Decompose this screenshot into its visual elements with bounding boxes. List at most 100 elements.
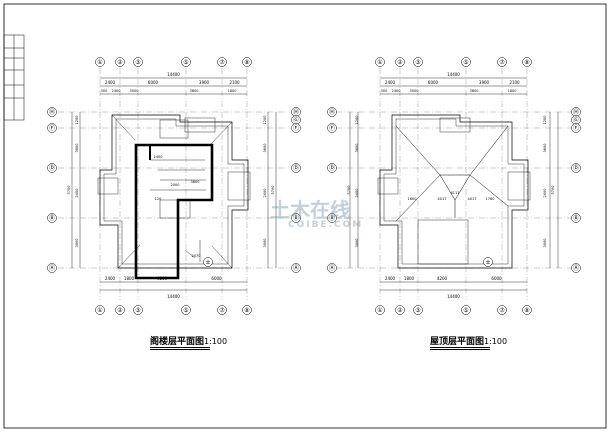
right-axis-left-2-bubble (327, 163, 337, 173)
right-dim-left-3: 3000 (355, 239, 359, 248)
right-axis-left-3: Ⓑ (329, 214, 335, 222)
left-axis-top-4: ⑦ (219, 59, 225, 66)
left-axis-left-0-bubble (47, 107, 57, 117)
left-dim-left-3: 3000 (75, 239, 79, 248)
right-dim-top-sub-2: 3000 (410, 89, 419, 93)
left-dim-top-seg-2: 3900 (199, 80, 210, 85)
right-dim-left-0: 5700 (347, 186, 351, 195)
right-note-1: 4017 (438, 197, 447, 201)
right-axis-top-5-bubble (522, 57, 532, 67)
left-dim-left-2: 2400 (75, 189, 79, 198)
right-dim-top-sub-1: 2400 (392, 89, 401, 93)
right-axis-top-3: ⑤ (463, 59, 468, 66)
right-axis-top-1: ② (397, 59, 403, 66)
left-dim-right-3: 3000 (263, 239, 267, 248)
left-axis-left-1: Ⓕ (49, 124, 55, 132)
left-dim-bottom-seg-2: 4200 (157, 276, 168, 281)
right-note-3: 4017 (468, 197, 477, 201)
right-axis-right-4: Ⓑ (573, 214, 579, 222)
left-axis-bottom-0: ① (97, 307, 102, 314)
title-block (3, 34, 25, 121)
right-axis-top-4-bubble (497, 57, 507, 67)
left-axis-bottom-5-bubble (242, 305, 252, 315)
left-axis-right-4-bubble (291, 213, 301, 223)
right-dim-left-2: 2400 (355, 189, 359, 198)
right-axis-bottom-0-bubble (375, 305, 385, 315)
left-axis-right-4: Ⓑ (293, 214, 299, 222)
right-axis-right-1: Ⓖ (573, 116, 579, 124)
right-axis-top-5: ⑧ (524, 59, 529, 66)
left-axis-bottom-3: ⑤ (183, 307, 188, 314)
left-axis-bottom-4-bubble (217, 305, 227, 315)
right-axis-bottom-4: ⑦ (499, 307, 505, 314)
right-axis-bottom-3: ⑤ (463, 307, 468, 314)
sheet-frame (3, 3, 607, 429)
right-axis-left-3-bubble (327, 213, 337, 223)
right-axis-top-4: ⑦ (499, 59, 505, 66)
right-axis-right-0: Ⓗ (573, 108, 579, 116)
left-axis-left-4-bubble (47, 263, 57, 273)
right-dim-top-seg-0: 2400 (385, 80, 396, 85)
left-axis-top-3-bubble (181, 57, 191, 67)
left-axis-left-2: Ⓓ (49, 164, 55, 172)
right-axis-left-4-bubble (327, 263, 337, 273)
right-plan-title: 屋顶层平面图1:100 (430, 334, 507, 347)
left-note-1: 2000 (171, 183, 180, 187)
left-axis-right-5-bubble (291, 263, 301, 273)
right-level-marker-bubble (483, 257, 493, 267)
right-axis-top-2-bubble (413, 57, 423, 67)
right-axis-top-2: ③ (415, 59, 420, 66)
left-dim-right-2: 2400 (263, 189, 267, 198)
left-dim-bottom-seg-0: 2400 (105, 276, 116, 281)
left-dim-overall-bottom: 14400 (167, 294, 180, 299)
left-note-4: 2070 (192, 254, 201, 258)
left-level-marker-bubble (203, 257, 213, 267)
right-axis-bottom-1-bubble (395, 305, 405, 315)
dimension-lines-left (71, 77, 277, 291)
left-axis-top-4-bubble (217, 57, 227, 67)
left-dim-right-4: 1200 (263, 116, 267, 125)
right-note-0: 1600 (408, 197, 417, 201)
right-dim-right-4: 1200 (543, 116, 547, 125)
left-axis-right-2: Ⓕ (293, 124, 299, 132)
left-dim-overall-top: 14400 (167, 72, 180, 77)
right-dim-left-4: 1200 (355, 116, 359, 125)
dimension-lines-right (349, 77, 559, 291)
right-axis-right-3: Ⓓ (573, 164, 579, 172)
right-dim-right-0: 5700 (551, 186, 555, 195)
left-axis-bottom-4: ⑦ (219, 307, 225, 314)
left-axis-right-5: Ⓐ (293, 264, 299, 272)
right-axis-bottom-5-bubble (522, 305, 532, 315)
left-dim-bottom-seg-3: 6000 (211, 276, 222, 281)
right-axis-top-0: ① (377, 59, 382, 66)
left-dim-top-seg-0: 2400 (105, 80, 116, 85)
left-dim-left-1: 3600 (75, 144, 79, 153)
right-dim-bottom-seg-3: 6000 (491, 276, 502, 281)
right-axis-right-5-bubble (571, 263, 581, 273)
right-axis-bottom-2: ③ (415, 307, 420, 314)
right-dim-top-sub-4: 1800 (508, 89, 517, 93)
right-dim-bottom-seg-2: 4200 (437, 276, 448, 281)
right-dim-right-2: 2400 (543, 189, 547, 198)
right-axis-right-5: Ⓐ (573, 264, 579, 272)
left-dim-top-sub-0: 300 (101, 89, 108, 93)
left-axis-bottom-1: ② (117, 307, 123, 314)
left-title-underline (150, 347, 210, 348)
left-axis-top-3: ⑤ (183, 59, 188, 66)
left-dim-right-1: 3600 (263, 144, 267, 153)
right-axis-right-3-bubble (571, 163, 581, 173)
right-dim-left-1: 3600 (355, 144, 359, 153)
grid-lines-right (336, 68, 572, 300)
right-axis-top-0-bubble (375, 57, 385, 67)
right-axis-left-0-bubble (327, 107, 337, 117)
attic-floor-plan (58, 68, 290, 300)
left-axis-left-3-bubble (47, 213, 57, 223)
right-dim-top-sub-3: 3600 (470, 89, 479, 93)
right-axis-left-4: Ⓐ (329, 264, 335, 272)
right-dim-right-1: 3600 (543, 144, 547, 153)
left-axis-top-1: ② (117, 59, 123, 66)
right-axis-bottom-3-bubble (461, 305, 471, 315)
left-axis-left-0: Ⓗ (49, 108, 55, 116)
left-dim-left-4: 1200 (75, 116, 79, 125)
